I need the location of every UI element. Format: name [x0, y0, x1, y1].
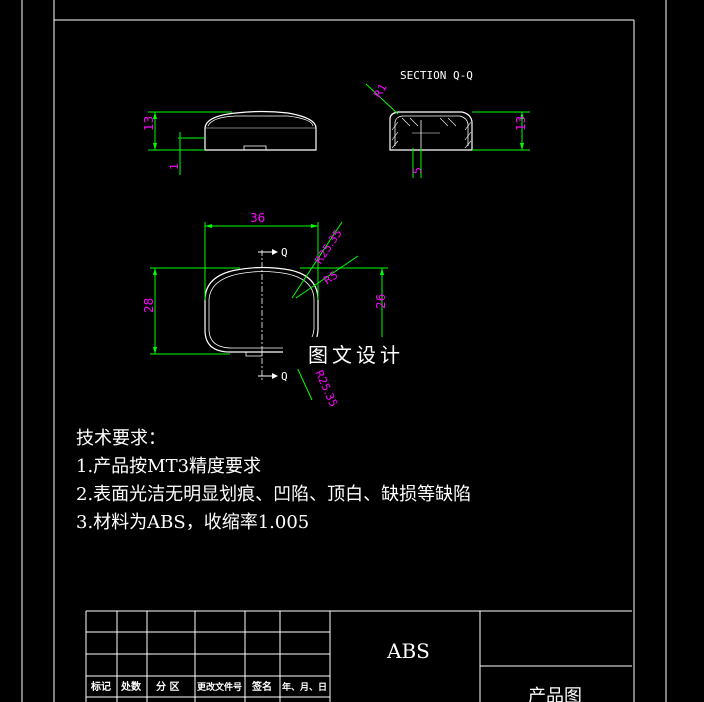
dim-28: 28: [142, 298, 156, 313]
tech-requirement-1: 1.产品按MT3精度要求: [76, 456, 262, 477]
tech-requirements-heading: 技术要求：: [76, 428, 166, 449]
dim-r1: R1: [371, 81, 390, 100]
dim-r5: R5: [321, 268, 340, 287]
dim-r25-35-bottom: R25.35: [312, 368, 340, 409]
title-block-headers: 标记 处数 分 区 更改文件号 签名 年、月、日: [90, 680, 327, 693]
section-view: SECTION Q-Q R1 13 5: [365, 69, 530, 178]
drawing-frame: [21, 0, 667, 702]
header-mark: 标记: [90, 680, 111, 693]
dim-5: 5: [411, 167, 424, 174]
dim-r25-35-top: R25.35: [312, 227, 345, 267]
section-marker-q-top: Q: [281, 246, 288, 259]
dim-13-right: 13: [514, 116, 528, 131]
header-change-doc: 更改文件号: [197, 681, 242, 693]
side-view: 13 1: [142, 110, 317, 175]
section-marker-q-bottom: Q: [281, 370, 288, 383]
dim-13-left: 13: [142, 116, 156, 131]
tech-requirement-3: 3.材料为ABS，收缩率1.005: [76, 512, 310, 533]
watermark-label: 图文设计: [283, 337, 429, 369]
dim-26: 26: [374, 294, 388, 309]
dim-36: 36: [250, 211, 265, 225]
header-zone: 分 区: [156, 680, 179, 693]
top-view: Q Q 36 R25.35 R5 28 26 R25.35: [142, 211, 388, 409]
title-block: [85, 610, 632, 702]
header-signature: 签名: [251, 680, 272, 693]
tech-requirement-2: 2.表面光洁无明显划痕、凹陷、顶白、缺损等缺陷: [76, 484, 472, 505]
header-count: 处数: [120, 680, 142, 693]
header-date: 年、月、日: [282, 681, 327, 693]
product-drawing-label: 产品图: [528, 686, 582, 702]
section-title: SECTION Q-Q: [400, 69, 473, 82]
dim-1: 1: [168, 163, 181, 170]
material-cell: ABS: [386, 639, 430, 663]
